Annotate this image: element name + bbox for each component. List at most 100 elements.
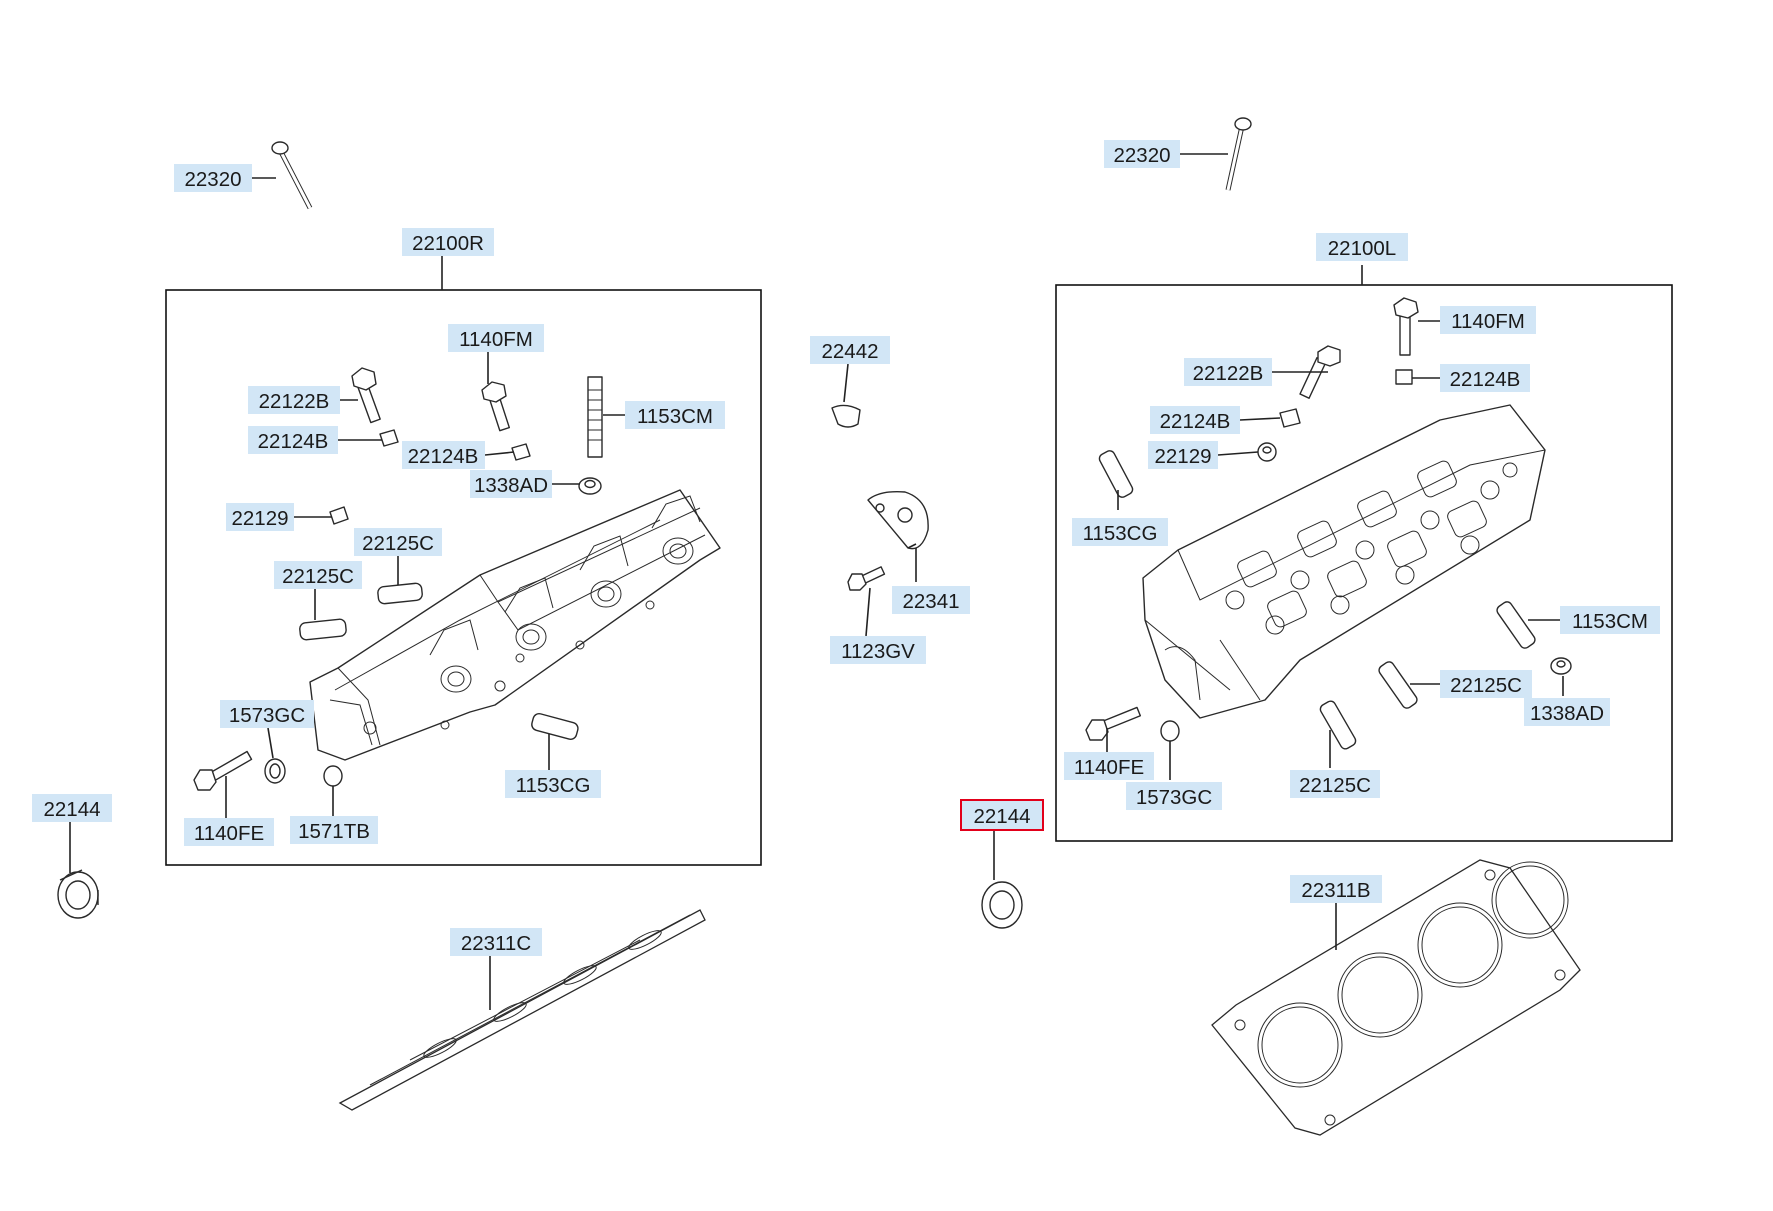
svg-text:22124B: 22124B [1450,368,1521,391]
label-l-22100L[interactable]: 22100L [1316,233,1408,261]
label-r-22124B-a[interactable]: 22124B [248,426,338,454]
label-l-22320[interactable]: 22320 [1104,140,1180,168]
svg-text:22311C: 22311C [461,932,531,955]
sleeve-22125C-left-b [1319,700,1357,750]
svg-text:22124B: 22124B [408,445,479,468]
svg-text:22311B: 22311B [1301,879,1370,902]
label-r-22124B-b[interactable]: 22124B [402,441,485,469]
ring-1573GC-right [264,758,286,784]
label-r-22144[interactable]: 22144 [32,794,112,822]
svg-text:1153CG: 1153CG [1083,522,1158,545]
plug-22129-left [1257,442,1277,462]
group-frame-22100L [1055,284,1673,842]
svg-text:22125C: 22125C [362,532,434,555]
label-c-22442[interactable]: 22442 [810,336,890,364]
seal-22144-center [981,881,1023,929]
label-r-22129[interactable]: 22129 [226,503,294,531]
dowel-22124B-left-b [1279,408,1301,428]
svg-text:22341: 22341 [902,590,959,613]
label-l-1153CG[interactable]: 1153CG [1072,518,1168,546]
svg-text:22125C: 22125C [282,565,354,588]
bolt-22122B-left [1299,345,1341,399]
ring-1573GC-left [1160,720,1180,742]
cover-22341-illustration [867,490,929,550]
gasket-22311C-illustration [338,909,706,1111]
svg-text:22122B: 22122B [1193,362,1264,385]
svg-text:1140FM: 1140FM [1451,310,1525,333]
svg-text:22100R: 22100R [412,232,484,255]
label-r-1153CM[interactable]: 1153CM [625,401,725,429]
label-r-1573GC[interactable]: 1573GC [220,700,314,728]
svg-text:1338AD: 1338AD [474,474,548,497]
bolt-1140FE-right [193,750,253,791]
label-c-22144[interactable]: 22144 [962,801,1042,829]
seal-22144-right [57,869,99,919]
svg-text:1153CG: 1153CG [516,774,591,797]
svg-text:22144: 22144 [973,805,1030,828]
svg-text:1140FM: 1140FM [459,328,533,351]
svg-text:22125C: 22125C [1450,674,1522,697]
svg-text:22124B: 22124B [258,430,329,453]
svg-text:22129: 22129 [231,507,288,530]
sleeve-1153CG-left [1098,450,1134,498]
svg-text:1123GV: 1123GV [841,640,915,663]
label-l-1140FM[interactable]: 1140FM [1440,306,1536,334]
label-r-1140FM[interactable]: 1140FM [448,324,544,352]
label-r-1153CG[interactable]: 1153CG [505,770,601,798]
label-l-22129[interactable]: 22129 [1148,441,1218,469]
bolt-22122B-right [351,367,381,424]
label-r-22311C[interactable]: 22311C [450,928,542,956]
sleeve-22125C-right-b [299,618,347,641]
label-r-22100R[interactable]: 22100R [402,228,494,256]
label-r-22125C-b[interactable]: 22125C [274,561,362,589]
label-l-22124B-a[interactable]: 22124B [1440,364,1530,392]
group-frame-22100R [165,289,762,866]
svg-text:1573GC: 1573GC [229,704,306,727]
svg-text:22129: 22129 [1154,445,1211,468]
head-bolt-22320-right [271,141,313,210]
sleeve-22125C-right-a [377,582,423,605]
highlight-box-22144 [960,799,1044,831]
label-r-1140FE[interactable]: 1140FE [184,818,274,846]
label-l-22311B[interactable]: 22311B [1290,875,1382,903]
svg-text:1571TB: 1571TB [298,820,370,843]
label-r-1338AD[interactable]: 1338AD [470,470,552,498]
plug-22129-right [329,506,349,525]
label-c-22341[interactable]: 22341 [892,586,970,614]
gasket-22311B-illustration [1211,859,1581,1136]
bolt-1123GV-illustration [847,566,886,591]
bolt-1140FE-left [1085,706,1142,741]
label-l-1140FE[interactable]: 1140FE [1064,752,1154,780]
label-l-1573GC[interactable]: 1573GC [1126,782,1222,810]
label-r-22320[interactable]: 22320 [174,164,252,192]
label-l-22125C-b[interactable]: 22125C [1290,770,1380,798]
label-r-1571TB[interactable]: 1571TB [290,816,378,844]
svg-text:22100L: 22100L [1328,237,1396,260]
leader-lines [69,153,1564,1010]
stud-1153CM-right [587,376,603,458]
label-c-1123GV[interactable]: 1123GV [830,636,926,664]
svg-text:1153CM: 1153CM [637,405,713,428]
svg-text:22122B: 22122B [259,390,330,413]
svg-text:22124B: 22124B [1160,410,1231,433]
svg-text:1140FE: 1140FE [194,822,264,845]
label-l-22122B[interactable]: 22122B [1184,358,1272,386]
label-l-1338AD[interactable]: 1338AD [1524,698,1610,726]
label-l-22125C-a[interactable]: 22125C [1440,670,1532,698]
plug-1571TB-right [323,765,343,787]
sleeve-22125C-left-a [1378,661,1418,709]
cap-22442-illustration [831,404,861,428]
svg-text:1338AD: 1338AD [1530,702,1604,725]
cylinder-head-left-illustration [1142,404,1546,719]
svg-text:22125C: 22125C [1299,774,1371,797]
svg-text:1140FE: 1140FE [1074,756,1144,779]
sleeve-1153CG-right [531,712,579,740]
svg-text:1153CM: 1153CM [1572,610,1648,633]
label-l-1153CM[interactable]: 1153CM [1560,606,1660,634]
label-r-22125C-a[interactable]: 22125C [354,528,442,556]
label-r-22122B[interactable]: 22122B [248,386,340,414]
dowel-22124B-right-b [511,443,531,461]
label-l-22124B-b[interactable]: 22124B [1150,406,1240,434]
nut-1338AD-right [578,477,602,495]
